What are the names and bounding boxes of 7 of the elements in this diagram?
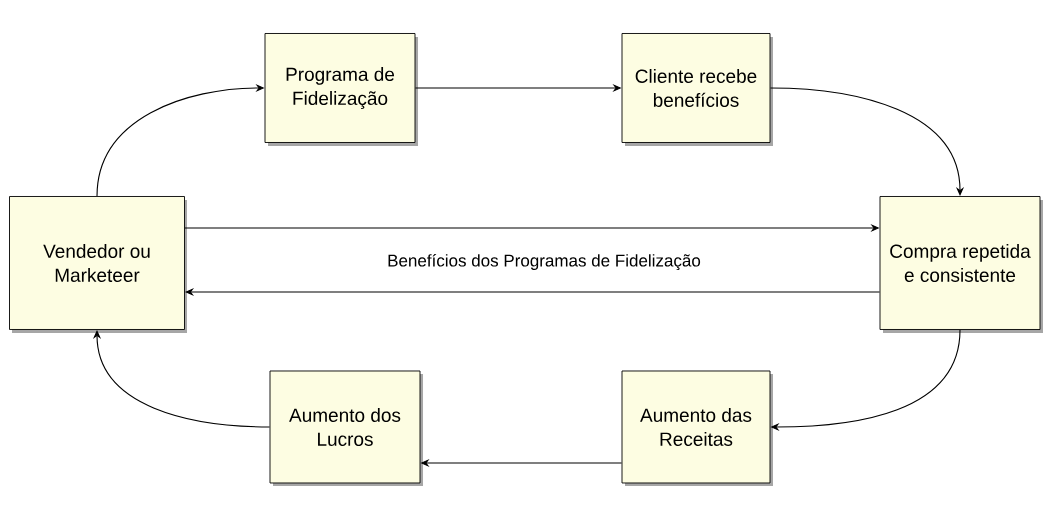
process-box: Vendedor ou Marketeer bbox=[9, 196, 187, 333]
process-box: Cliente recebe benefícios bbox=[621, 33, 773, 146]
process-box: Programa de Fidelização bbox=[264, 33, 418, 146]
caption-text: Benefícios dos Programas de Fidelização bbox=[388, 253, 701, 271]
process-box: Aumento das Receitas bbox=[621, 370, 773, 486]
process-box: Compra repetida e consistente bbox=[879, 196, 1043, 333]
process-box: Aumento dos Lucros bbox=[269, 370, 423, 486]
